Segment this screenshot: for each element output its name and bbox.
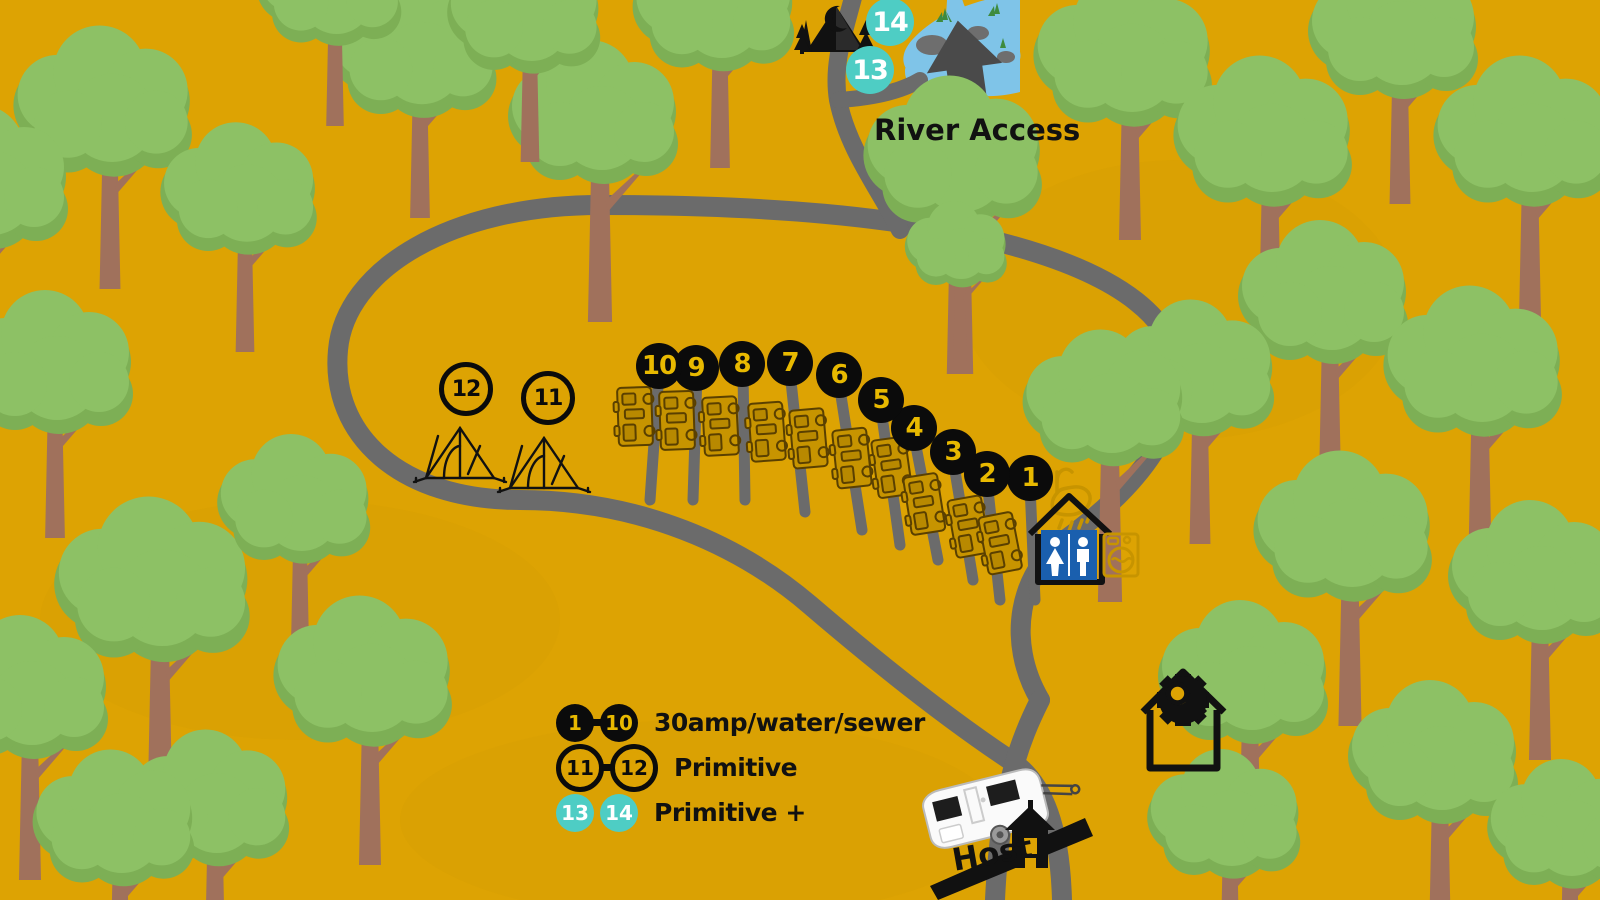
- legend-marker-to: 12: [610, 743, 658, 792]
- site-marker-10[interactable]: 10: [636, 343, 682, 389]
- site-marker-7[interactable]: 7: [767, 340, 813, 386]
- site-marker-8[interactable]: 8: [719, 341, 765, 387]
- legend-range-dash: [592, 719, 602, 726]
- site-marker-11[interactable]: 11: [521, 371, 575, 425]
- site-marker-1[interactable]: 1: [1007, 455, 1053, 501]
- site-marker-13[interactable]: 13: [846, 46, 894, 94]
- site-marker-5[interactable]: 5: [858, 377, 904, 423]
- legend-marker-from: 1: [556, 703, 594, 742]
- legend-marker-from: 11: [556, 743, 604, 792]
- site-marker-4[interactable]: 4: [891, 405, 937, 451]
- site-marker-3[interactable]: 3: [930, 429, 976, 475]
- gear-wrench-icon: [1157, 674, 1209, 726]
- legend-range-dash: [602, 764, 612, 771]
- site-marker-12[interactable]: 12: [439, 362, 493, 416]
- house-icon: [1005, 800, 1055, 868]
- river-access-label: River Access: [874, 113, 1081, 147]
- legend-label: Primitive: [674, 753, 798, 782]
- legend-label: Primitive +: [654, 798, 806, 827]
- legend-label: 30amp/water/sewer: [654, 708, 925, 737]
- legend-marker-to: 14: [600, 793, 638, 832]
- site-marker-14[interactable]: 14: [866, 0, 914, 46]
- washing-machine-icon: [1102, 532, 1140, 578]
- legend-marker-to: 10: [600, 703, 638, 742]
- legend-marker-from: 13: [556, 793, 594, 832]
- site-marker-6[interactable]: 6: [816, 352, 862, 398]
